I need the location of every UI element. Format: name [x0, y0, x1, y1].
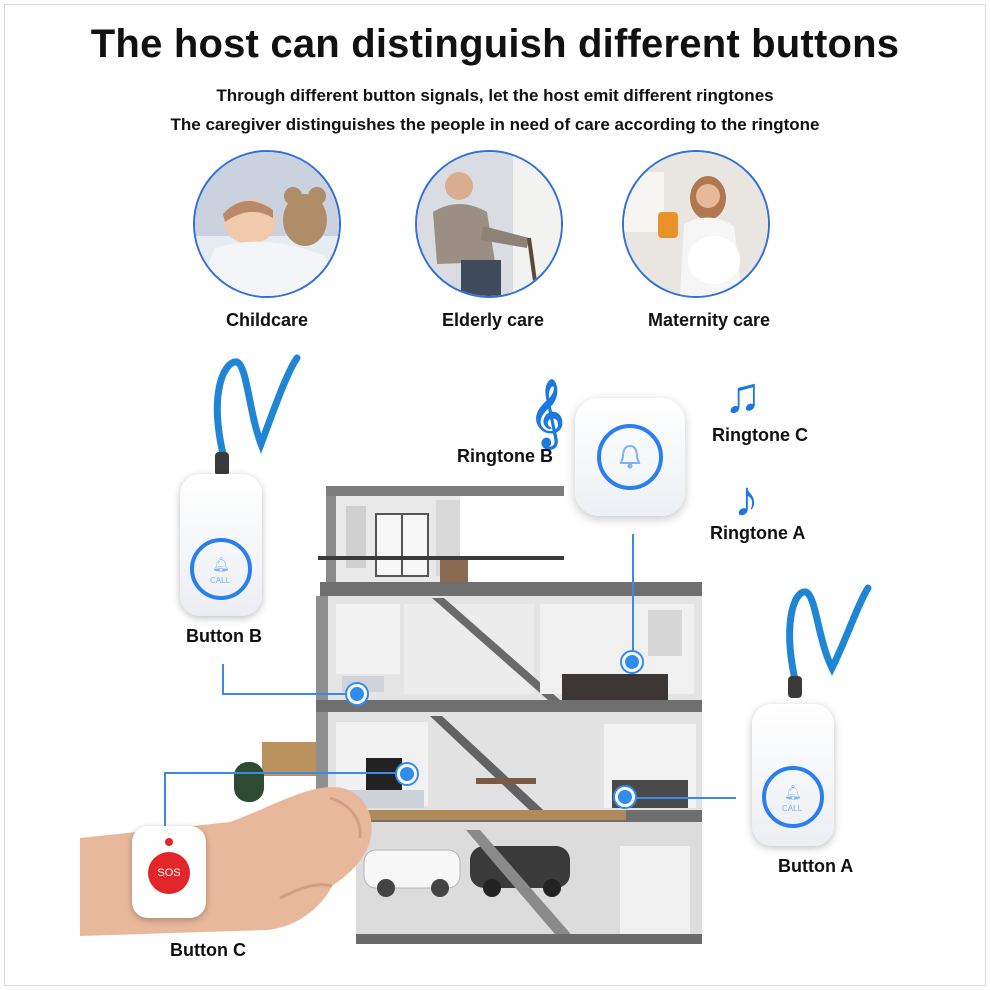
- button-c-wristband[interactable]: SOS: [132, 826, 206, 918]
- subtitle-line-1: Through different button signals, let th…: [216, 86, 774, 105]
- connector-line-b-vertical: [222, 664, 224, 694]
- image-frame: [4, 4, 986, 986]
- bell-icon: 🔔︎: [784, 784, 802, 800]
- button-c-sos-button[interactable]: SOS: [148, 852, 190, 894]
- elderly-care-photo: [415, 150, 563, 298]
- connector-line-b-horizontal: [222, 693, 356, 695]
- status-led: [165, 838, 173, 846]
- signal-dot-button-a: [615, 787, 635, 807]
- signal-dot-button-b: [347, 684, 367, 704]
- single-note-icon: ♪: [734, 471, 759, 527]
- sos-text: SOS: [157, 867, 181, 879]
- lanyard-button-b: [213, 354, 301, 476]
- host-ring: [597, 424, 663, 490]
- wrist-arm-illustration: [80, 787, 372, 936]
- button-b-ring: [190, 538, 252, 600]
- button-a-label: Button A: [778, 856, 854, 876]
- ringtone-a-label: Ringtone A: [710, 523, 806, 543]
- button-c-label: Button C: [170, 940, 246, 960]
- ringtone-b-label: Ringtone B: [457, 446, 553, 466]
- subtitle-line-2: The caregiver distinguishes the people i…: [170, 115, 820, 134]
- signal-dot-button-c: [397, 764, 417, 784]
- button-b-label: Button B: [186, 626, 262, 646]
- category-label-elderly: Elderly care: [441, 310, 545, 330]
- connector-line-c-horizontal: [164, 772, 404, 774]
- page-title: The host can distinguish different butto…: [90, 22, 900, 66]
- ringtone-c-label: Ringtone C: [712, 425, 808, 445]
- button-b-call-text: CALL: [210, 576, 231, 585]
- bell-icon: [619, 444, 641, 469]
- button-b-pendant[interactable]: 🔔︎ CALL: [180, 474, 262, 616]
- button-a-ring: [762, 766, 824, 828]
- lanyard-button-a: [786, 584, 872, 698]
- signal-dot-host: [622, 652, 642, 672]
- button-a-pendant[interactable]: 🔔︎ CALL: [752, 704, 834, 846]
- connector-line-c-vertical: [164, 772, 166, 826]
- bell-icon: 🔔︎: [212, 556, 230, 572]
- connector-line-host: [632, 534, 634, 660]
- host-receiver[interactable]: [575, 398, 685, 516]
- button-a-call-text: CALL: [782, 804, 803, 813]
- maternity-care-photo: [622, 150, 770, 298]
- double-note-icon: ♫: [724, 367, 762, 423]
- category-label-childcare: Childcare: [225, 310, 309, 330]
- category-label-maternity: Maternity care: [647, 310, 771, 330]
- treble-clef-icon: 𝄞: [530, 380, 565, 445]
- connector-line-a: [630, 797, 736, 799]
